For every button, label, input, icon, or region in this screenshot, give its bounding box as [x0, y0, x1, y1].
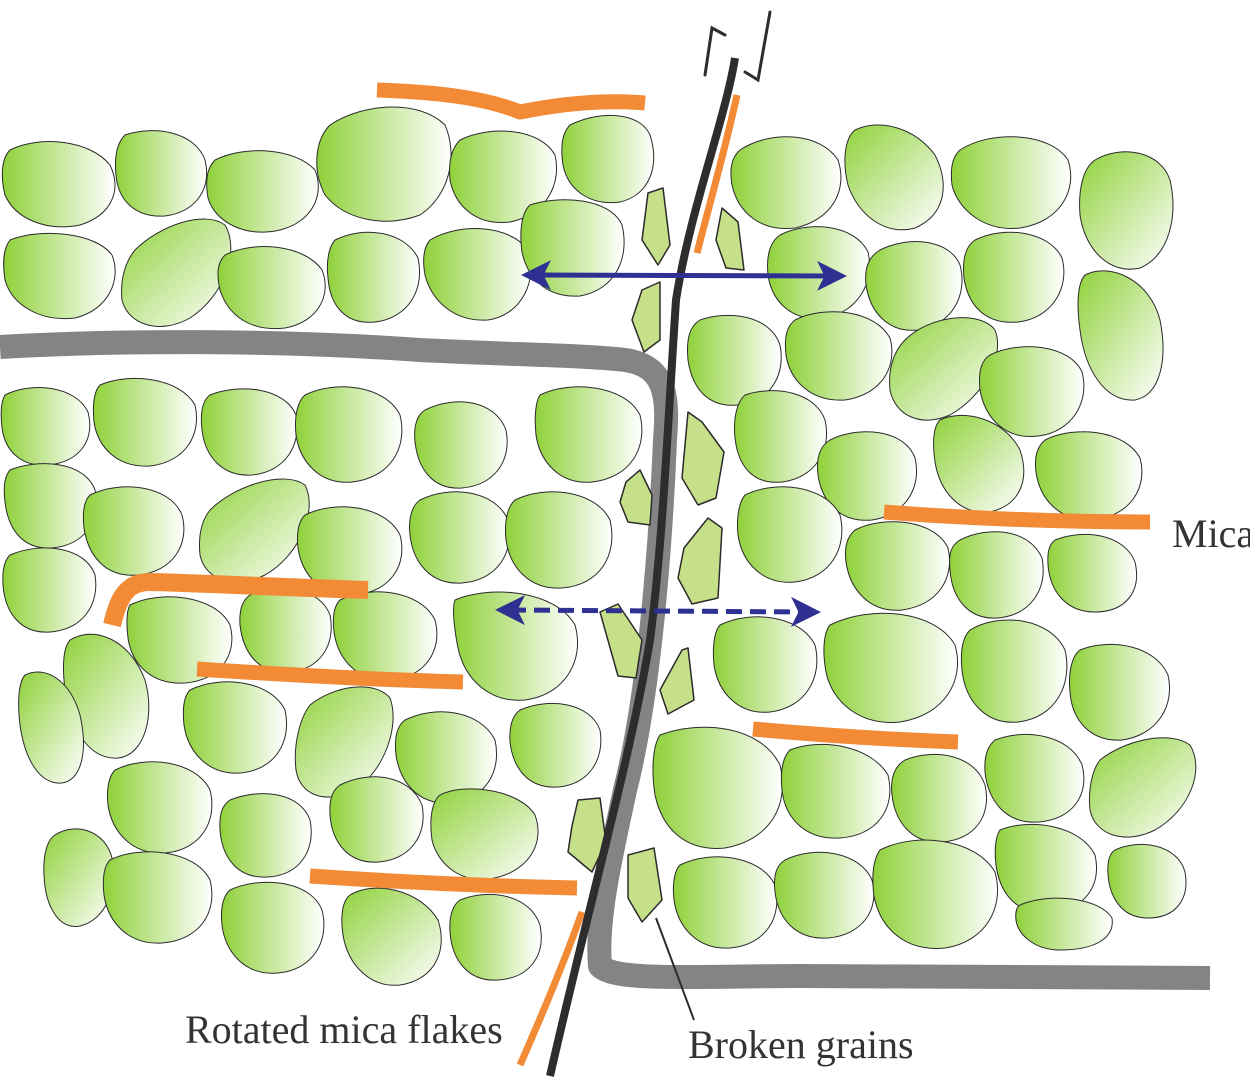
mica-flake-left-bent	[103, 573, 369, 628]
mica-flake-rotated-upper	[693, 94, 741, 254]
grains-right	[652, 124, 1197, 951]
dashed-double-arrow	[495, 595, 821, 627]
mica-flake-right-upper	[883, 504, 1151, 530]
mica-flakes	[103, 82, 1151, 1067]
grains-upper-left	[1, 106, 655, 330]
mica-flake-right-lower	[752, 721, 959, 750]
broken-grain-fragments	[567, 187, 745, 923]
mica-flake-left-lower	[309, 868, 578, 896]
label-broken-grains: Broken grains	[688, 1022, 914, 1067]
dextral-half-arrows-icon	[703, 10, 772, 83]
mica-flake-rotated-lower	[516, 910, 586, 1067]
broken-grains-leader	[655, 917, 695, 1021]
mica-flake-left-mid	[196, 661, 464, 690]
solid-double-arrow	[521, 260, 847, 291]
label-rotated-mica-flakes: Rotated mica flakes	[185, 1007, 503, 1052]
label-mica: Mica	[1172, 511, 1250, 556]
mica-flake-top	[376, 82, 646, 120]
fault-line	[546, 57, 739, 1077]
